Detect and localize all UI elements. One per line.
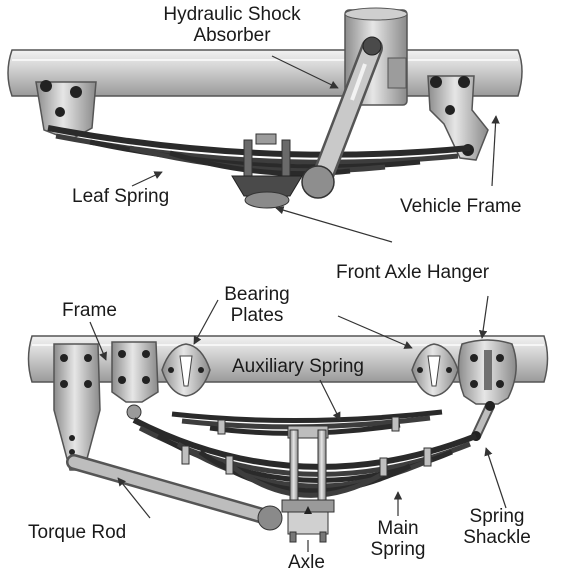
bottom-left-spring-hanger <box>111 341 159 420</box>
front-axle-hanger <box>457 339 517 405</box>
torque-rod-bracket <box>53 343 101 471</box>
bottom-pointer-lines <box>89 295 507 552</box>
main-spring-label: Main Spring <box>360 518 436 560</box>
hydraulic-shock-absorber-label-line1: Hydraulic Shock <box>163 4 301 25</box>
leaf-spring-pointer <box>131 171 163 187</box>
axle-clamp <box>281 425 335 543</box>
leaf-spring-label: Leaf Spring <box>72 186 170 207</box>
auxiliary-spring-label: Auxiliary Spring <box>232 356 364 377</box>
bottom-diagram <box>27 295 549 552</box>
auxiliary-spring-pointer <box>319 379 341 421</box>
main-spring-label-line1: Main <box>377 518 419 539</box>
main-spring-label-line2: Spring <box>370 539 426 560</box>
frame-pointer <box>89 321 107 361</box>
axle-seat-pointer <box>275 206 393 243</box>
spring-shackle-label: Spring Shackle <box>452 506 542 548</box>
torque-rod-pointer <box>117 477 151 519</box>
bearing-plate-left <box>161 343 211 397</box>
bearing-plates-label-line2: Plates <box>230 305 284 326</box>
bearing-plate-right <box>411 343 459 397</box>
top-pointer-lines <box>131 55 500 243</box>
top-right-spring-hanger <box>427 75 489 161</box>
front-axle-hanger-label: Front Axle Hanger <box>336 262 490 283</box>
hydraulic-shock-absorber-label-line2: Absorber <box>193 25 271 46</box>
bearing-plates-label: Bearing Plates <box>212 284 302 326</box>
spring-shackle-pointer <box>484 447 507 509</box>
shock-absorber-pointer <box>271 55 339 89</box>
top-diagram <box>7 7 523 243</box>
spring-shackle-label-line2: Shackle <box>463 527 531 548</box>
vehicle-frame-pointer <box>491 115 500 187</box>
axle-label: Axle <box>288 552 325 573</box>
bearing-plate-left-pointer <box>193 299 219 345</box>
front-axle-hanger-pointer <box>478 295 489 339</box>
bearing-plates-label-line1: Bearing <box>224 284 290 305</box>
torque-rod <box>66 454 283 531</box>
torque-rod-label: Torque Rod <box>28 522 127 543</box>
frame-label: Frame <box>62 300 117 321</box>
vehicle-frame-label: Vehicle Frame <box>400 196 522 217</box>
top-leaf-spring <box>47 125 471 209</box>
main-spring <box>132 417 478 498</box>
hydraulic-shock-absorber-label: Hydraulic Shock Absorber <box>156 4 308 46</box>
bearing-plate-right-pointer <box>337 315 413 349</box>
spring-shackle-label-line1: Spring <box>469 506 525 527</box>
top-shock-absorber <box>301 36 383 199</box>
